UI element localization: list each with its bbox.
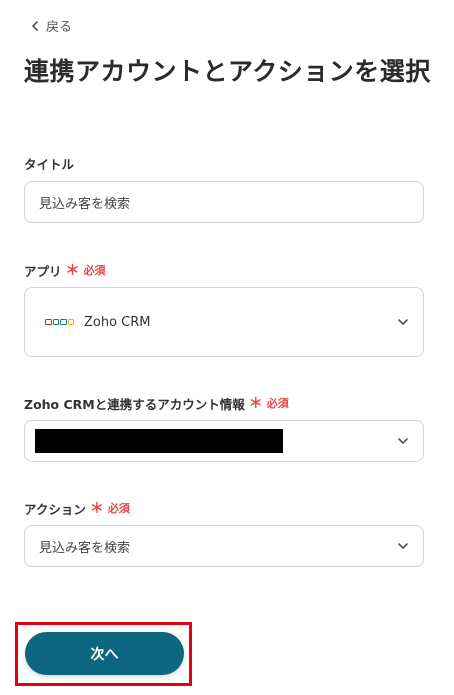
next-button[interactable]: 次へ [25,632,184,675]
account-select[interactable] [24,420,424,462]
chevron-left-icon [32,20,38,31]
required-asterisk-icon: ＊ [65,263,80,279]
app-field-label: アプリ ＊ 必須 [24,260,106,280]
title-field-label: タイトル [24,157,75,172]
action-select-value: 見込み客を検索 [39,540,131,556]
action-select[interactable]: 見込み客を検索 [24,525,424,567]
app-select-value: Zoho CRM [84,314,151,330]
required-badge: 必須 [107,502,130,515]
chevron-down-icon [398,543,408,549]
next-button-highlight [15,622,192,686]
chevron-down-icon [398,319,408,325]
redacted-account-value [35,429,283,453]
required-badge: 必須 [83,264,106,277]
title-input[interactable] [25,182,423,222]
action-field-label: アクション ＊ 必須 [24,498,130,518]
title-input-wrapper [24,181,424,223]
page-title: 連携アカウントとアクションを選択 [24,57,431,86]
back-label: 戻る [46,20,73,35]
app-select[interactable]: Zoho CRM [24,287,424,357]
back-link[interactable]: 戻る [30,16,72,35]
required-asterisk-icon: ＊ [248,396,263,412]
chevron-down-icon [398,438,408,444]
zoho-logo-icon [45,318,74,326]
account-field-label: Zoho CRMと連携するアカウント情報 ＊ 必須 [24,393,289,413]
required-badge: 必須 [266,397,289,410]
required-asterisk-icon: ＊ [89,501,104,517]
